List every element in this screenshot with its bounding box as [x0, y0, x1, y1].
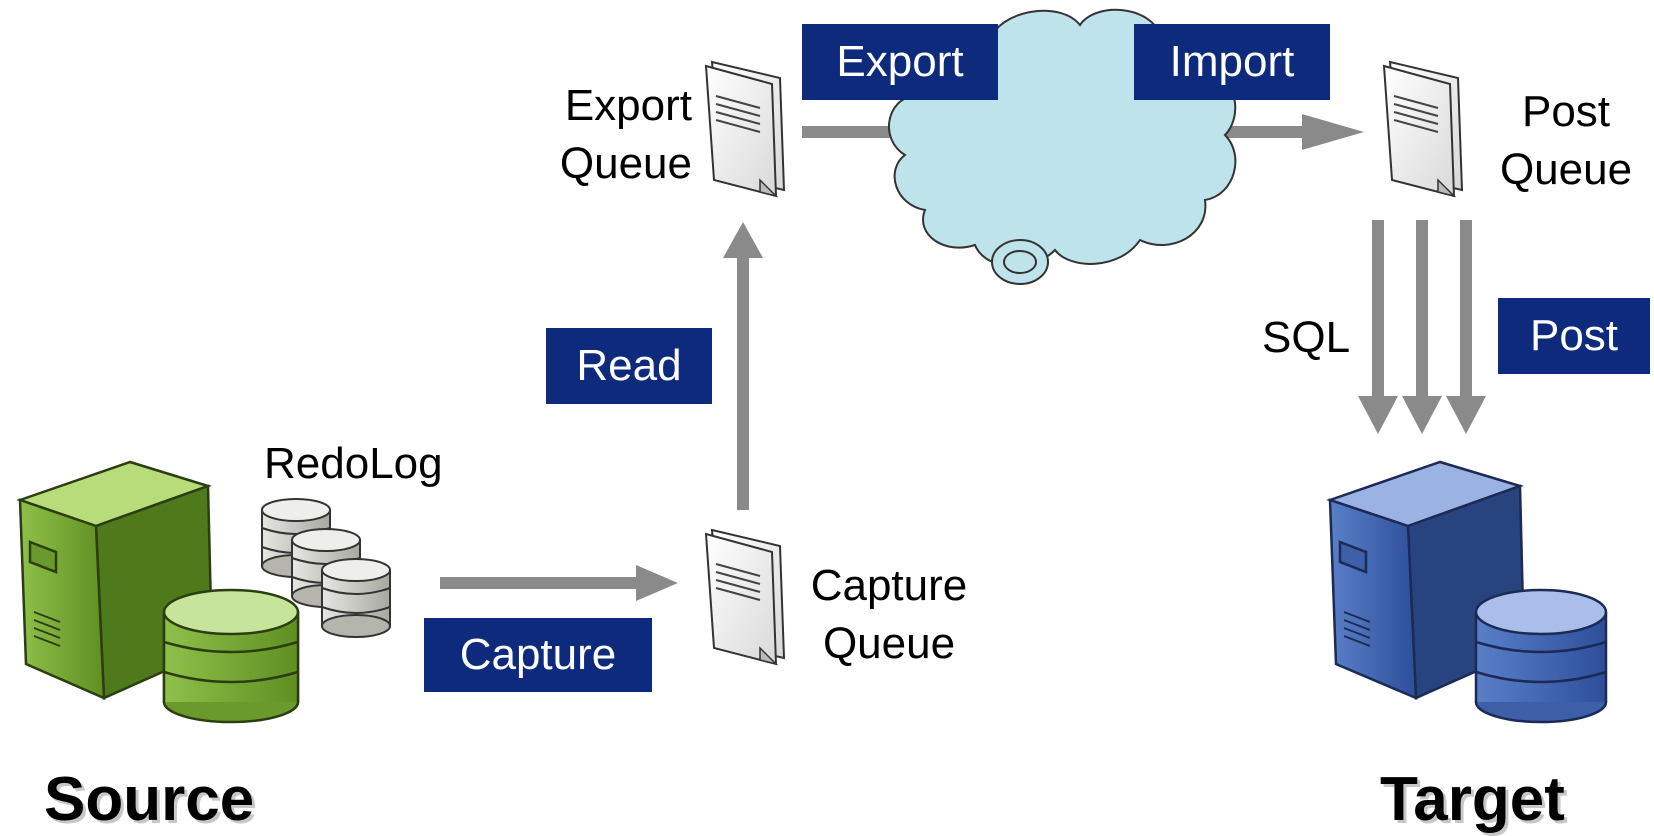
export-queue-label-line2: Queue — [559, 139, 692, 188]
export-queue-label-line1: Export — [564, 81, 692, 130]
sql-label: SQL — [1262, 313, 1351, 362]
capture-queue-label-line1: Capture — [810, 561, 968, 610]
capture-queue-doc-icon — [704, 528, 786, 666]
post-queue-label-line1: Post — [1521, 87, 1611, 136]
redolog-disks-icon — [261, 498, 391, 638]
capture-label: Capture — [424, 618, 652, 692]
redolog-label: RedoLog — [264, 439, 443, 488]
target-server-icon — [1326, 460, 1608, 724]
capture-queue-label-line2: Queue — [822, 619, 956, 668]
import-label: Import — [1134, 24, 1330, 100]
read-label: Read — [546, 328, 712, 404]
target-title: Target — [1380, 765, 1565, 834]
export-queue-doc-icon — [704, 60, 786, 198]
export-label: Export — [802, 24, 998, 100]
post-label: Post — [1498, 298, 1650, 374]
arrow-capture — [440, 565, 678, 601]
post-queue-doc-icon — [1382, 60, 1464, 198]
source-server-icon — [16, 460, 300, 724]
arrows-sql-post — [1358, 220, 1486, 434]
arrow-read — [723, 222, 763, 510]
source-title: Source — [44, 765, 255, 834]
post-queue-label-line2: Queue — [1499, 145, 1633, 194]
